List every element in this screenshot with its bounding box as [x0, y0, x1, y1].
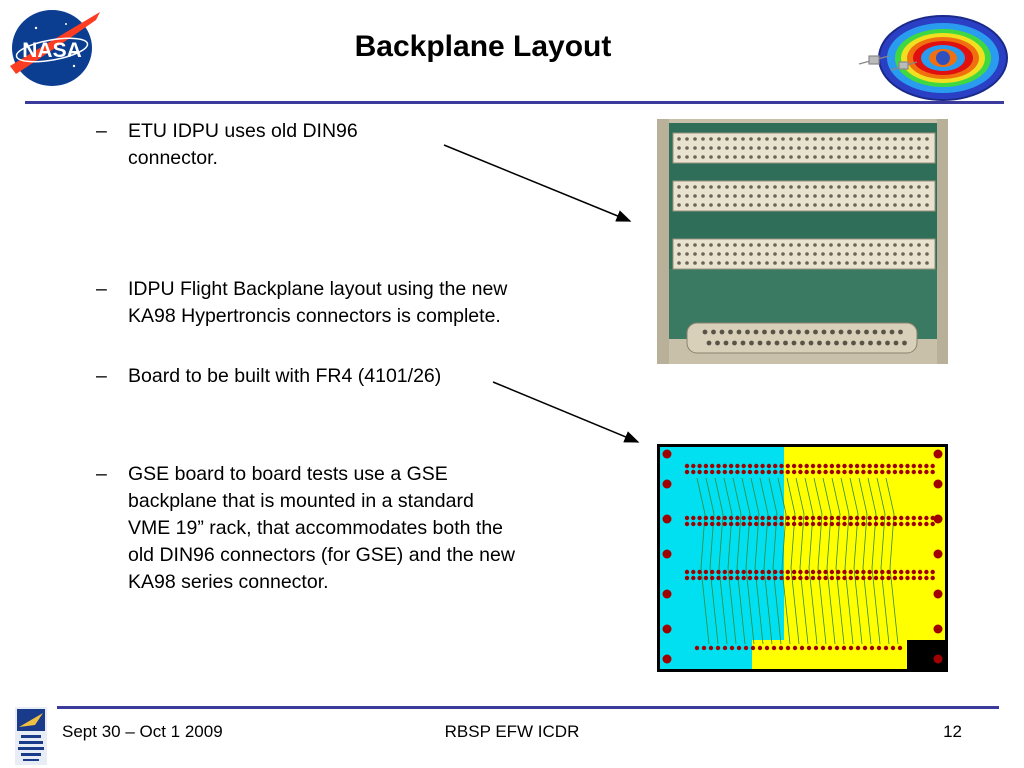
svg-text:NASA: NASA [22, 39, 82, 62]
header-divider [25, 101, 1004, 104]
backplane-photo [657, 119, 948, 364]
bullet-marker: – [96, 120, 107, 142]
bullet-marker: – [96, 278, 107, 300]
arrow-to-layout [492, 381, 640, 443]
slide-title: Backplane Layout [354, 30, 612, 63]
footer-date: Sept 30 – Oct 1 2009 [62, 722, 223, 741]
bullet-gse-board: – GSE board to board tests use a GSE bac… [96, 461, 516, 596]
backplane-pcb-layout [657, 444, 948, 672]
footer-divider [57, 706, 999, 709]
radiation-belts-icon [858, 15, 1008, 101]
nasa-logo-icon: NASA [10, 10, 100, 86]
bullet-text: GSE board to board tests use a GSE backp… [128, 463, 515, 593]
bullet-text: IDPU Flight Backplane layout using the n… [128, 278, 508, 327]
bullet-text: Board to be built with FR4 (4101/26) [128, 365, 442, 387]
bullet-flight-backplane: – IDPU Flight Backplane layout using the… [96, 276, 516, 330]
bullet-text: ETU IDPU uses old DIN96 connector. [128, 120, 358, 169]
bullet-etu-idpu: – ETU IDPU uses old DIN96 connector. [96, 118, 436, 172]
bullet-marker: – [96, 365, 107, 387]
bullet-fr4-board: – Board to be built with FR4 (4101/26) [96, 363, 516, 390]
arrow-to-photo [443, 144, 632, 222]
space-sciences-lab-logo-icon [15, 707, 47, 765]
footer-title: RBSP EFW ICDR [444, 722, 580, 741]
page-number: 12 [943, 722, 962, 741]
bullet-marker: – [96, 463, 107, 485]
